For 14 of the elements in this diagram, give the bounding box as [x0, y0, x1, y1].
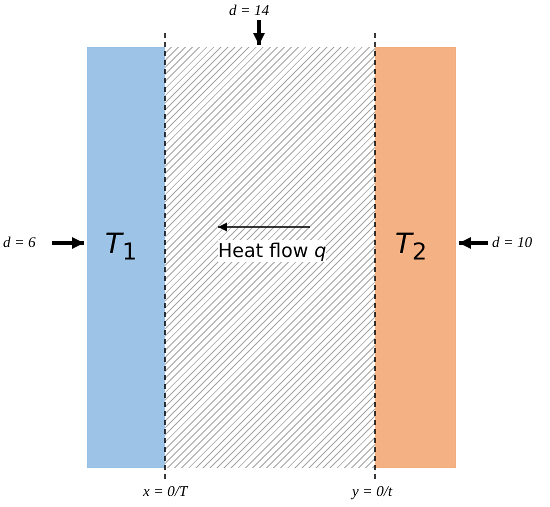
arrow [253, 20, 265, 45]
arrow [52, 237, 84, 249]
temperature-label: T$_{1}$ [105, 227, 137, 266]
depth-label: d = 10 [492, 232, 548, 254]
cold-slab [87, 47, 165, 468]
boundary-label: y = 0/t [352, 484, 392, 501]
depth-label: d = 6 [3, 232, 48, 254]
temperature-label: T$_{2}$ [395, 227, 427, 266]
flow-label: Heat flow q [218, 240, 326, 262]
boundary-label: x = 0/T [143, 484, 188, 501]
arrow [459, 237, 488, 249]
hot-slab [375, 47, 456, 468]
hatched-wall [165, 47, 375, 468]
depth-label: d = 14 [229, 0, 289, 20]
